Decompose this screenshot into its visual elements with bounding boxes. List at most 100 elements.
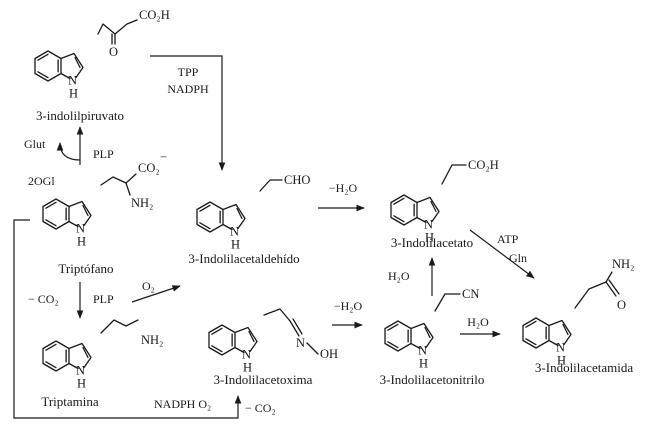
acetaldehyde-side-chain: CHO: [259, 173, 310, 192]
tryptophan-charge: −: [160, 150, 167, 164]
cond-minus-co2: − CO₂: [28, 292, 59, 306]
benzene-ring: [384, 320, 412, 352]
aromatic-double-bond: [387, 323, 399, 331]
aromatic-double-bond: [525, 338, 537, 346]
ring-h-label: H: [77, 377, 86, 391]
aromatic-double-bond: [199, 222, 211, 230]
arrow-tryptamine-to-aldehyde: [131, 285, 181, 303]
acetamide-amine: NH₂: [612, 257, 634, 271]
oxime-nitrogen: N: [296, 336, 305, 350]
ring-nh-label: N: [242, 348, 251, 362]
ring-h-label: H: [419, 357, 428, 371]
tryptamine-structure: NH: [42, 340, 92, 391]
ring-nh-label: N: [418, 344, 427, 358]
acetaldehyde-name: 3-Indolilacetaldehído: [188, 251, 299, 266]
arrow-glut-side: [56, 142, 81, 161]
ring-nh-label: N: [424, 218, 433, 232]
cond-bottom-co2: − CO₂: [245, 401, 276, 415]
arrow-acetate-to-amide: [469, 229, 535, 279]
pyrrole-ring: [222, 203, 246, 231]
cond-plp-up: PLP: [93, 147, 114, 161]
benzene-ring: [196, 201, 224, 233]
aromatic-double-bond: [393, 215, 405, 223]
acetaldehyde-group: CHO: [284, 173, 310, 187]
pyrrole-double-bond: [236, 207, 243, 220]
ring-h-label: H: [77, 235, 86, 249]
benzene-ring: [42, 340, 70, 372]
acetoxime-side-chain: N OH: [263, 308, 338, 361]
pyrrole-double-bond: [562, 323, 569, 336]
pyrrole-double-bond: [424, 326, 431, 339]
cond-atp: ATP: [497, 232, 519, 246]
acetoxime-name: 3-Indolilacetoxima: [214, 372, 313, 387]
ring-nh-label: N: [68, 74, 77, 88]
cond-minus-h2o-1: −H₂O: [329, 181, 358, 195]
ring-h-label: H: [69, 87, 78, 101]
ring-h-label: H: [557, 354, 566, 368]
acetonitrile-group: CN: [462, 287, 479, 301]
aromatic-double-bond: [211, 345, 223, 353]
pyrrole-double-bond: [74, 56, 81, 69]
arrow-pyruvate-to-aldehyde: [150, 55, 226, 171]
pyrrole-ring: [234, 326, 258, 354]
tryptophan-side-chain: CO₂ − NH₂: [100, 150, 167, 210]
aromatic-double-bond: [45, 219, 57, 227]
pyrrole-ring: [410, 322, 434, 350]
acetate-structure: NH: [390, 194, 440, 245]
ring-h-label: H: [425, 231, 434, 245]
aromatic-double-bond: [37, 53, 49, 61]
aromatic-double-bond: [45, 201, 57, 209]
cond-h2o-up: H₂O: [388, 269, 410, 283]
tryptophan-name: Triptófano: [58, 261, 113, 276]
ring-nh-label: N: [230, 225, 239, 239]
acetoxime-structure: NH: [208, 324, 258, 375]
cond-gln: Gln: [509, 251, 527, 265]
acetonitrile-structure: NH: [384, 320, 434, 371]
indolylpyruvate-side-chain: O CO₂H: [97, 8, 170, 59]
cond-tpp: TPP: [178, 65, 199, 79]
pyrrole-double-bond: [430, 200, 437, 213]
indolylpyruvate-group: CO₂H: [139, 8, 170, 22]
indolylpyruvate-structure: NH: [34, 50, 84, 101]
acetonitrile-name: 3-Indolilacetonitrilo: [380, 372, 485, 387]
acetate-side-chain: CO₂H: [441, 158, 499, 185]
cond-2ogl: 2OGl: [28, 174, 55, 188]
pyrrole-double-bond: [248, 330, 255, 343]
acetonitrile-side-chain: CN: [434, 287, 479, 312]
aromatic-double-bond: [525, 320, 537, 328]
oxime-hydroxyl: OH: [320, 347, 338, 361]
aromatic-double-bond: [45, 361, 57, 369]
tryptamine-name: Triptamina: [41, 394, 99, 409]
tryptophan-structure: NH: [42, 198, 92, 249]
aromatic-double-bond: [393, 197, 405, 205]
acetate-group: CO₂H: [468, 158, 499, 172]
aromatic-double-bond: [45, 343, 57, 351]
arrow-trp-to-oxime: [13, 219, 242, 419]
acetamide-structure: NH: [522, 317, 572, 368]
pyrrole-ring: [68, 200, 92, 228]
cond-glut: Glut: [24, 137, 46, 151]
cond-o2: O₂: [142, 279, 155, 293]
benzene-ring: [522, 317, 550, 349]
tryptamine-side-chain: NH₂: [100, 319, 163, 347]
cond-h2o-right: H₂O: [467, 315, 489, 329]
ring-h-label: H: [243, 361, 252, 375]
ring-nh-label: N: [556, 341, 565, 355]
benzene-ring: [34, 50, 62, 82]
cond-minus-h2o-2: −H₂O: [334, 299, 363, 313]
tryptamine-amine: NH₂: [141, 333, 163, 347]
pyrrole-ring: [416, 196, 440, 224]
aromatic-double-bond: [387, 341, 399, 349]
cond-bottom: NADPH O₂: [154, 397, 211, 411]
cond-nadph-top: NADPH: [167, 82, 209, 96]
ring-nh-label: N: [76, 222, 85, 236]
ring-h-label: H: [231, 238, 240, 252]
acetamide-oxygen: O: [617, 298, 626, 312]
benzene-ring: [42, 198, 70, 230]
pyrrole-double-bond: [82, 346, 89, 359]
benzene-ring: [390, 194, 418, 226]
aromatic-double-bond: [199, 204, 211, 212]
cond-plp-down: PLP: [93, 292, 114, 306]
